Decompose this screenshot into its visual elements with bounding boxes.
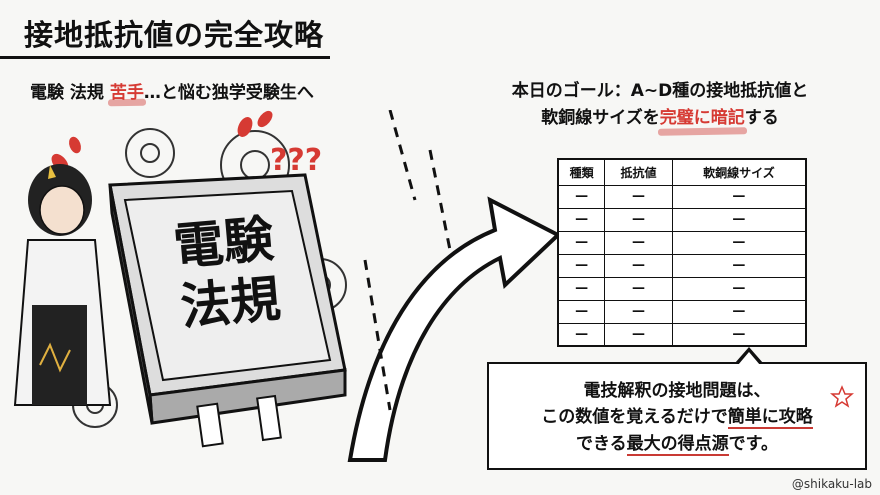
table-cell: — bbox=[604, 207, 673, 232]
table-row: ——— bbox=[557, 276, 807, 301]
subtitle-left-text-2: …と悩む独学受験生へ bbox=[143, 83, 314, 103]
table-cell: — bbox=[671, 276, 807, 301]
table-cell: — bbox=[604, 276, 673, 301]
goal-text: 本日のゴール：A~D種の接地抵抗値と 軟銅線サイズを完璧に暗記する bbox=[470, 78, 850, 132]
goal-line-2-text-1: 軟銅線サイズを bbox=[541, 108, 660, 129]
header-type: 種類 bbox=[557, 158, 606, 186]
goal-highlight: 完璧に暗記 bbox=[660, 105, 745, 132]
callout-line-3: できる最大の得点源です。 bbox=[489, 431, 865, 457]
question-marks: ??? bbox=[270, 143, 322, 178]
callout-box: 電技解釈の接地問題は、 この数値を覚えるだけで簡単に攻略 できる最大の得点源です… bbox=[487, 362, 867, 470]
callout-underline-2: 最大の得点源 bbox=[626, 433, 729, 456]
table-cell: — bbox=[557, 322, 606, 347]
table-cell: — bbox=[557, 299, 606, 324]
subtitle-left-highlight: 苦手 bbox=[110, 78, 144, 103]
star-icon bbox=[830, 385, 854, 408]
book bbox=[108, 173, 347, 448]
table-header-row: 種類 抵抗値 軟銅線サイズ bbox=[557, 158, 807, 186]
title-underline bbox=[0, 56, 330, 59]
callout-line-3-text-2: です。 bbox=[728, 433, 778, 454]
callout-line-3-text-1: できる bbox=[576, 433, 627, 454]
table-row: ——— bbox=[557, 184, 807, 209]
callout-line-2-text: この数値を覚えるだけで bbox=[541, 407, 728, 428]
callout-line-2: この数値を覚えるだけで簡単に攻略 bbox=[489, 404, 865, 430]
table-cell: — bbox=[557, 207, 606, 232]
table-cell: — bbox=[557, 276, 606, 301]
table-cell: — bbox=[557, 253, 606, 278]
table-cell: — bbox=[557, 230, 606, 255]
student-character bbox=[13, 164, 112, 406]
table-cell: — bbox=[557, 184, 606, 209]
book-illustration: 電験 法規 ??? bbox=[13, 110, 347, 448]
table-cell: — bbox=[671, 299, 807, 324]
subtitle-left-text-1: 電験 法規 bbox=[30, 83, 110, 103]
table-cell: — bbox=[604, 253, 673, 278]
grounding-table: 種類 抵抗値 軟銅線サイズ ——— ——— ——— ——— ——— ——— ——… bbox=[557, 158, 807, 347]
table-row: ——— bbox=[557, 322, 807, 347]
table-cell: — bbox=[671, 230, 807, 255]
book-title-line-1: 電験 bbox=[171, 210, 277, 277]
table-row: ——— bbox=[557, 299, 807, 324]
callout-underline-1: 簡単に攻略 bbox=[727, 407, 813, 430]
table-row: ——— bbox=[557, 230, 807, 255]
table-cell: — bbox=[671, 207, 807, 232]
table-cell: — bbox=[604, 230, 673, 255]
book-title-line-2: 法規 bbox=[178, 270, 283, 336]
callout-tail-fill bbox=[738, 352, 760, 365]
table-cell: — bbox=[604, 299, 673, 324]
table-cell: — bbox=[671, 253, 807, 278]
table-cell: — bbox=[671, 322, 807, 347]
header-wire-size: 軟銅線サイズ bbox=[671, 158, 807, 186]
header-resistance: 抵抗値 bbox=[604, 158, 673, 186]
table-cell: — bbox=[604, 184, 673, 209]
goal-line-1: 本日のゴール：A~D種の接地抵抗値と bbox=[511, 81, 809, 101]
subtitle-left: 電験 法規 苦手…と悩む独学受験生へ bbox=[30, 78, 314, 103]
goal-line-2-text-2: する bbox=[744, 108, 779, 129]
table-row: ——— bbox=[557, 207, 807, 232]
callout-line-1: 電技解釈の接地問題は、 bbox=[583, 381, 771, 401]
arrow-graphic bbox=[347, 110, 562, 462]
table-cell: — bbox=[671, 184, 807, 209]
watermark: @shikaku-lab bbox=[791, 477, 872, 491]
table-row: ——— bbox=[557, 253, 807, 278]
goal-line-2: 軟銅線サイズを完璧に暗記する bbox=[470, 105, 850, 132]
table-cell: — bbox=[604, 322, 673, 347]
page-title: 接地抵抗値の完全攻略 bbox=[24, 18, 325, 52]
